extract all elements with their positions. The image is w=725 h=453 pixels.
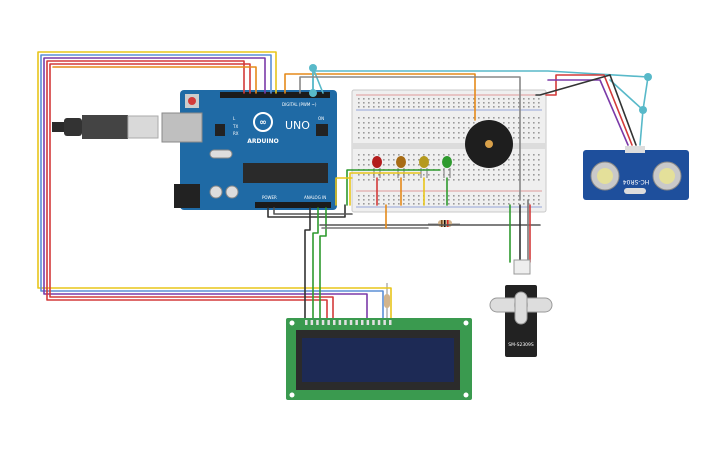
wire-node[interactable] xyxy=(309,89,317,97)
arduino-logo-text: ARDUINO xyxy=(247,138,278,145)
led-rx-label: RX xyxy=(233,131,239,136)
wire-node[interactable] xyxy=(639,106,647,114)
ultrasonic-sensor[interactable]: HC-SR04 xyxy=(583,146,689,200)
led-on-label: ON xyxy=(318,116,324,121)
lcd-display[interactable] xyxy=(286,318,472,400)
reset-button[interactable] xyxy=(188,97,196,105)
sensor-model-label: HC-SR04 xyxy=(623,178,650,185)
usb-cable[interactable] xyxy=(52,115,159,139)
arduino-logo-icon xyxy=(253,112,273,132)
digital-header[interactable] xyxy=(220,92,330,98)
breadboard[interactable] xyxy=(351,89,547,213)
analog-header[interactable] xyxy=(255,202,331,208)
servo-motor[interactable]: SM-S2309S xyxy=(489,259,553,357)
wire-node[interactable] xyxy=(644,73,652,81)
analog-header-label: ANALOG IN xyxy=(304,195,326,200)
piezo-buzzer[interactable] xyxy=(465,120,513,168)
servo-model-label: SM-S2309S xyxy=(508,342,534,348)
wire-node[interactable] xyxy=(309,64,317,72)
digital-header-label: DIGITAL (PWM ~) xyxy=(282,102,317,107)
svg-text:∞: ∞ xyxy=(259,118,267,128)
resistor[interactable] xyxy=(428,220,460,227)
power-header-label: POWER xyxy=(262,195,277,200)
led-l-label: L xyxy=(233,116,236,121)
wires xyxy=(37,51,649,319)
lcd-resistor[interactable] xyxy=(384,283,390,318)
arduino-uno-board[interactable]: ∞ ARDUINO UNO DIGITAL (PWM ~) POWER ANAL… xyxy=(161,90,337,210)
led-tx-label: TX xyxy=(232,124,238,129)
atmega-chip xyxy=(243,163,328,183)
arduino-model-label: UNO xyxy=(285,119,310,132)
lcd-screen xyxy=(302,338,454,382)
led-green[interactable] xyxy=(442,156,452,178)
